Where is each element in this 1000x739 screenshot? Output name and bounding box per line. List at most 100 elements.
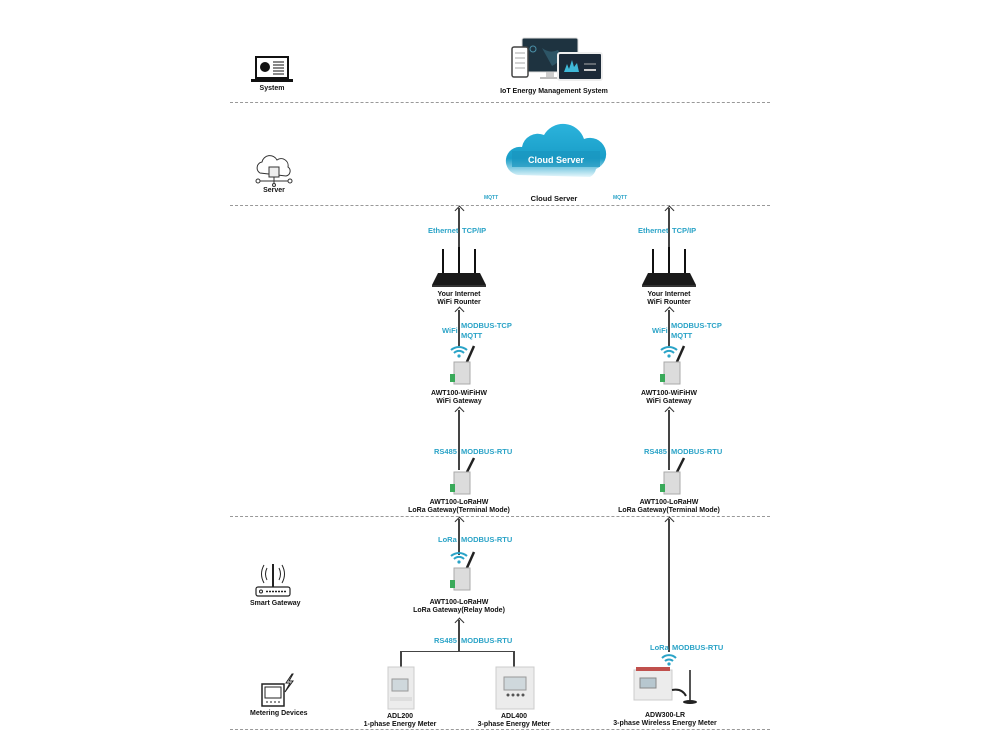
rs485-label: RS485 bbox=[644, 447, 667, 456]
link-line bbox=[458, 410, 460, 470]
laptop-chart-icon bbox=[251, 56, 293, 82]
ethernet-label: Ethernet bbox=[638, 226, 669, 235]
cloud-inner-label: Cloud Server bbox=[527, 155, 585, 165]
wifi-gateway-device bbox=[446, 342, 480, 388]
relay-gateway-type: LoRa Gateway(Relay Mode) bbox=[413, 607, 505, 614]
meter-model: ADL400 bbox=[500, 713, 528, 720]
link-line bbox=[458, 620, 460, 652]
modbus-tcp-label: MODBUS-TCP bbox=[671, 321, 722, 330]
lora-gateway-icon bbox=[450, 457, 476, 495]
cloud-network-icon bbox=[255, 155, 293, 187]
layer-metering-devices: Metering Devices bbox=[250, 672, 308, 718]
modbus-rtu-label: MODBUS-RTU bbox=[461, 535, 513, 544]
meter-type: 3-phase Energy Meter bbox=[477, 721, 551, 728]
adl400-label: ADL400 3-phase Energy Meter bbox=[469, 713, 559, 729]
wifi-label: WiFi bbox=[652, 326, 668, 335]
lora-gateway-terminal-device bbox=[656, 456, 690, 498]
link-line bbox=[400, 651, 402, 667]
layer-server: Server bbox=[252, 155, 296, 195]
lora-gateway-type: LoRa Gateway(Terminal Mode) bbox=[408, 507, 510, 514]
lora-gateway-terminal-label: AWT100-LoRaHW LoRa Gateway(Terminal Mode… bbox=[609, 499, 729, 515]
cloud-label: Cloud Server bbox=[530, 194, 578, 203]
wifi-gateway-label: AWT100-WiFiHW WiFi Gateway bbox=[619, 390, 719, 406]
router-icon bbox=[255, 564, 291, 597]
wifi-gateway-label: AWT100-WiFiHW WiFi Gateway bbox=[409, 390, 509, 406]
link-line bbox=[668, 310, 670, 346]
meter-model: ADL200 bbox=[386, 713, 414, 720]
adw300-meter bbox=[628, 652, 708, 708]
lora-gateway-relay-label: AWT100-LoRaHW LoRa Gateway(Relay Mode) bbox=[399, 599, 519, 615]
layer-label: Metering Devices bbox=[250, 710, 308, 717]
mqtt-label: MQTT bbox=[461, 331, 483, 340]
lora-gateway-model: AWT100-LoRaHW bbox=[639, 499, 699, 506]
router-icon bbox=[642, 247, 696, 287]
link-line bbox=[513, 651, 515, 667]
cloud-icon bbox=[505, 123, 607, 177]
router-label-line1: Your Internet bbox=[437, 291, 481, 298]
modbus-tcp-label: MODBUS-TCP bbox=[461, 321, 512, 330]
tcpip-label: TCP/IP bbox=[672, 226, 697, 235]
wifi-gateway-icon bbox=[660, 345, 686, 385]
lora-gateway-model: AWT100-LoRaHW bbox=[429, 499, 489, 506]
lora-gateway-terminal-device bbox=[446, 456, 480, 498]
router-icon bbox=[432, 247, 486, 287]
mqtt-label-left: MQTT bbox=[484, 195, 499, 201]
lora-gateway-relay-device bbox=[446, 548, 480, 596]
mqtt-label: MQTT bbox=[671, 331, 693, 340]
layer-divider bbox=[230, 516, 770, 517]
tcpip-label: TCP/IP bbox=[462, 226, 487, 235]
adl400-meter bbox=[494, 665, 536, 711]
devices-icon bbox=[511, 37, 603, 81]
energy-meter-icon bbox=[495, 666, 535, 710]
lora-gateway-type: LoRa Gateway(Terminal Mode) bbox=[618, 507, 720, 514]
modbus-rtu-label: MODBUS-RTU bbox=[461, 636, 513, 645]
router-label: Your Internet WiFi Rounter bbox=[419, 291, 499, 307]
iot-energy-management-system: IoT Energy Management System bbox=[500, 36, 608, 96]
rs485-bus bbox=[400, 651, 514, 652]
energy-meter-icon bbox=[387, 666, 415, 710]
router-label: Your Internet WiFi Rounter bbox=[629, 291, 709, 307]
link-line bbox=[458, 310, 460, 346]
layer-label: Smart Gateway bbox=[250, 600, 301, 607]
layer-system: System bbox=[250, 55, 294, 93]
router-label-line2: WiFi Rounter bbox=[647, 299, 691, 306]
wifi-gateway-device bbox=[656, 342, 690, 388]
lora-gateway-icon bbox=[660, 457, 686, 495]
adw300-label: ADW300-LR 3-phase Wireless Energy Meter bbox=[605, 712, 725, 728]
wifi-gateway-type: WiFi Gateway bbox=[436, 398, 482, 405]
lora-gateway-icon bbox=[450, 551, 476, 591]
system-label: IoT Energy Management System bbox=[500, 88, 608, 95]
meter-lightning-icon bbox=[261, 673, 294, 707]
router-label-line2: WiFi Rounter bbox=[437, 299, 481, 306]
wifi-label: WiFi bbox=[442, 326, 458, 335]
link-line bbox=[458, 208, 460, 258]
wifi-gateway-icon bbox=[450, 345, 476, 385]
link-line bbox=[668, 208, 670, 258]
lora-label: LoRa bbox=[438, 535, 457, 544]
wifi-gateway-model: AWT100-WiFiHW bbox=[431, 390, 487, 397]
relay-gateway-model: AWT100-LoRaHW bbox=[429, 599, 489, 606]
adl200-meter bbox=[386, 665, 416, 711]
meter-type: 3-phase Wireless Energy Meter bbox=[613, 720, 717, 727]
modbus-rtu-label: MODBUS-RTU bbox=[672, 643, 724, 652]
link-line bbox=[668, 410, 670, 470]
router-label-line1: Your Internet bbox=[647, 291, 691, 298]
wifi-gateway-model: AWT100-WiFiHW bbox=[641, 390, 697, 397]
layer-label: System bbox=[259, 85, 285, 92]
wifi-gateway-type: WiFi Gateway bbox=[646, 398, 692, 405]
layer-divider bbox=[230, 729, 770, 730]
modbus-rtu-label: MODBUS-RTU bbox=[461, 447, 513, 456]
modbus-rtu-label: MODBUS-RTU bbox=[671, 447, 723, 456]
layer-label: Server bbox=[263, 187, 285, 194]
cloud-server bbox=[504, 119, 608, 187]
wifi-router bbox=[642, 247, 696, 289]
wireless-energy-meter-icon bbox=[633, 654, 697, 704]
meter-model: ADW300-LR bbox=[644, 712, 686, 719]
layer-divider bbox=[230, 102, 770, 103]
rs485-label: RS485 bbox=[434, 447, 457, 456]
link-line bbox=[668, 519, 670, 652]
layer-divider bbox=[230, 205, 770, 206]
link-line bbox=[458, 519, 460, 555]
mqtt-label-right: MQTT bbox=[613, 195, 628, 201]
adl200-label: ADL200 1-phase Energy Meter bbox=[355, 713, 445, 729]
